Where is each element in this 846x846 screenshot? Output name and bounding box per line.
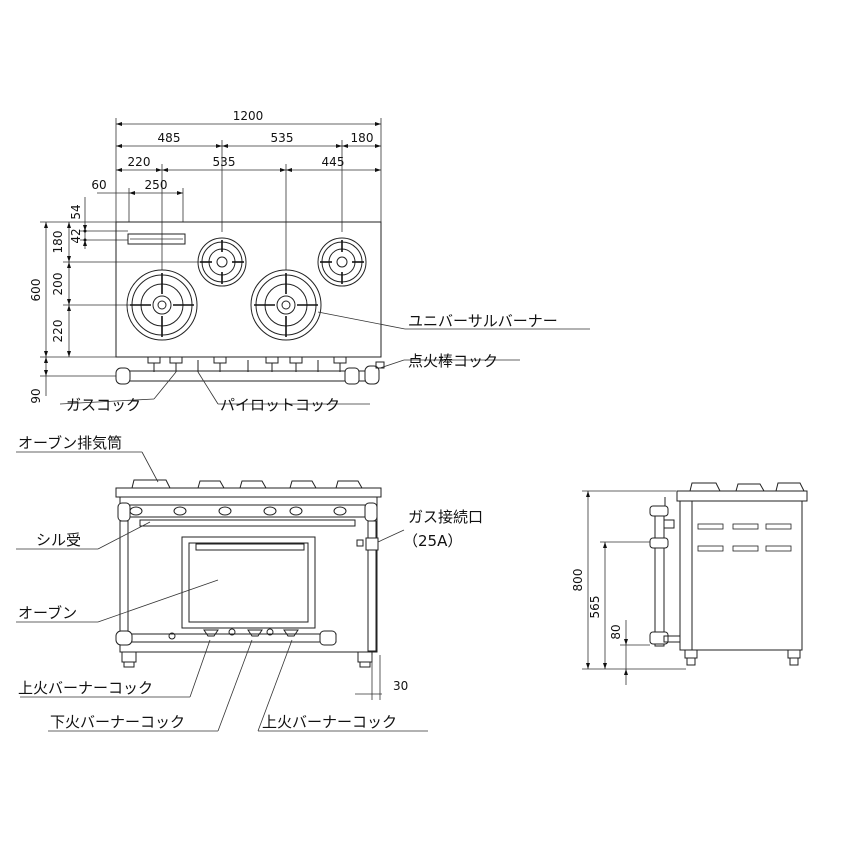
dim-54: 54 bbox=[69, 204, 83, 219]
burner-back-left bbox=[197, 237, 247, 287]
front-bottom-valves bbox=[115, 628, 337, 646]
label-sill-tray: シル受 bbox=[36, 531, 81, 549]
side-dim-arrows bbox=[586, 491, 628, 675]
front-dim-30 bbox=[355, 655, 382, 700]
label-gas-connection: ガス接続口 bbox=[408, 508, 483, 526]
front-side-pipes bbox=[117, 502, 379, 652]
dim-800: 800 bbox=[571, 569, 585, 592]
top-dim-arrows bbox=[116, 122, 381, 195]
oven-door-outer bbox=[181, 536, 316, 629]
dim-80: 80 bbox=[609, 624, 623, 639]
front-burner-grates bbox=[131, 479, 363, 489]
side-grates bbox=[689, 482, 805, 492]
label-igniter-cock: 点火棒コック bbox=[408, 352, 498, 370]
dim-60: 60 bbox=[91, 178, 106, 192]
dim-565: 565 bbox=[588, 596, 602, 619]
side-body bbox=[679, 500, 803, 651]
front-view: 30 オーブン排気筒 シル受 ガス接続口 （25A） オーブン 上火バーナーコッ… bbox=[16, 434, 483, 732]
top-leaders bbox=[59, 311, 590, 405]
cooktop-top bbox=[115, 221, 382, 358]
side-top bbox=[676, 490, 808, 502]
top-gas-pipe bbox=[115, 361, 385, 385]
dim-535-top: 535 bbox=[271, 131, 294, 145]
side-front-panel bbox=[679, 500, 693, 651]
oven-door-handle bbox=[195, 543, 305, 551]
label-universal-burner: ユニバーサルバーナー bbox=[408, 312, 558, 330]
side-pipe bbox=[649, 497, 681, 647]
dim-250: 250 bbox=[145, 178, 168, 192]
dim-180: 180 bbox=[351, 131, 374, 145]
side-legs bbox=[684, 649, 801, 666]
label-oven: オーブン bbox=[18, 604, 77, 622]
sill-tray bbox=[139, 519, 356, 527]
label-upper-burner-cock-left: 上火バーナーコック bbox=[18, 679, 153, 697]
label-gas-cock: ガスコック bbox=[66, 396, 141, 414]
dim-1200: 1200 bbox=[233, 109, 264, 123]
burner-back-right bbox=[317, 237, 367, 287]
top-view: 1200 485 535 180 220 535 445 60 250 bbox=[29, 109, 590, 414]
dim-30: 30 bbox=[393, 679, 408, 693]
dim-90: 90 bbox=[29, 388, 43, 403]
front-rail-knobs bbox=[129, 506, 347, 516]
oven-door-inner bbox=[188, 542, 309, 623]
control-strip bbox=[127, 233, 186, 245]
side-view: 800 565 80 bbox=[571, 482, 808, 685]
burner-front-right bbox=[250, 269, 322, 341]
left-dimension-lines bbox=[40, 197, 200, 396]
label-gas-connection-size: （25A） bbox=[403, 532, 462, 550]
front-leaders bbox=[16, 451, 428, 732]
label-oven-exhaust: オーブン排気筒 bbox=[18, 434, 122, 452]
top-knob-row bbox=[147, 356, 347, 372]
label-pilot-cock: パイロットコック bbox=[220, 396, 340, 414]
dim-180-v: 180 bbox=[51, 231, 65, 254]
side-vents bbox=[697, 523, 792, 552]
label-upper-burner-cock-right: 上火バーナーコック bbox=[262, 713, 397, 731]
dim-445: 445 bbox=[322, 155, 345, 169]
dim-535: 535 bbox=[213, 155, 236, 169]
label-lower-burner-cock: 下火バーナーコック bbox=[50, 713, 185, 731]
left-dim-arrows bbox=[44, 222, 87, 376]
front-top-surface bbox=[115, 487, 382, 498]
dim-220: 220 bbox=[128, 155, 151, 169]
burner-front-left bbox=[126, 269, 198, 341]
top-dimension-lines bbox=[97, 118, 382, 270]
dim-220-v: 220 bbox=[51, 320, 65, 343]
dim-200: 200 bbox=[51, 273, 65, 296]
dim-42: 42 bbox=[69, 228, 83, 243]
dim-600: 600 bbox=[29, 279, 43, 302]
dim-485: 485 bbox=[158, 131, 181, 145]
